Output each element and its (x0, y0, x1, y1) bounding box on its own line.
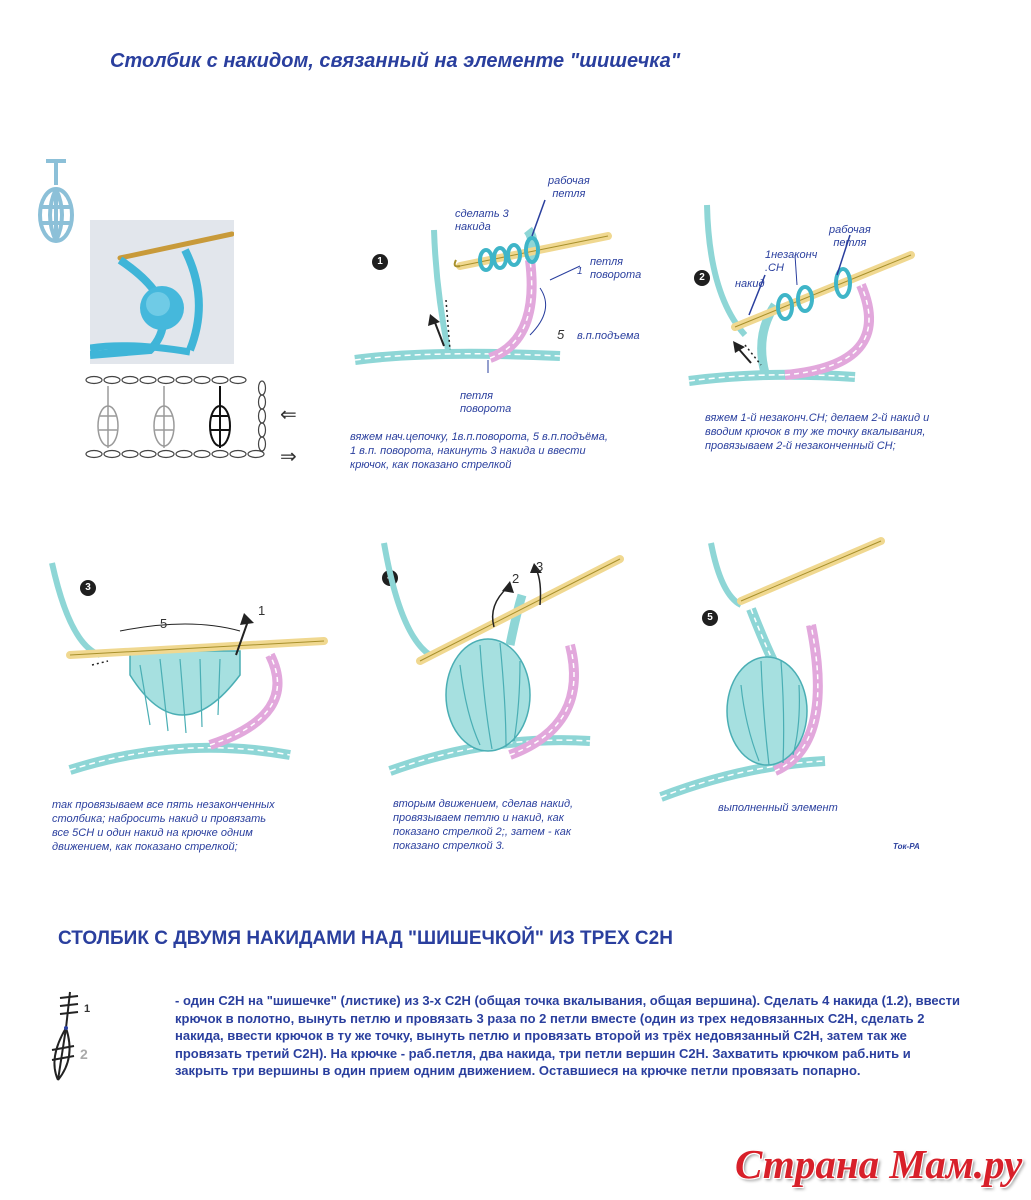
step-3-badge: 3 (80, 580, 96, 596)
page-title: Столбик с накидом, связанный на элементе… (110, 50, 681, 72)
chain-side (257, 380, 267, 452)
author-credit: Ток-РА (893, 842, 920, 851)
step-5-illustration (659, 537, 885, 802)
chain-row-top (85, 375, 247, 385)
step-5-badge: 5 (702, 610, 718, 626)
bobble-symbol-icon (38, 159, 74, 243)
symbol-2-label-two: 2 (80, 1046, 88, 1062)
step-1-illustration (354, 199, 612, 373)
step-2-illustration (688, 204, 915, 386)
symbol-2-label-one: 1 (84, 1003, 91, 1015)
step-1-label-turn-loop-2: петля поворота (460, 390, 512, 415)
step-1-badge: 1 (372, 254, 388, 270)
step-4-label-two: 2 (512, 571, 520, 586)
step-3-caption: так провязываем все пять незаконченных с… (52, 799, 275, 853)
step-5-caption: выполненный элемент (718, 802, 838, 814)
step-4-illustration (381, 542, 624, 776)
arrow-left-icon: ⇐ (280, 404, 297, 426)
photo-bobble (90, 220, 234, 364)
step-3-label-five: 5 (160, 616, 168, 631)
bobble-chart-symbols (85, 375, 267, 459)
step-1-label-one: 1 (577, 266, 583, 277)
step-2-label-working-loop: рабочая петля (829, 224, 871, 249)
step-2-caption: вяжем 1-й незаконч.СН; делаем 2-й накид … (705, 412, 930, 452)
step-4-caption: вторым движением, сделав накид, провязыв… (393, 798, 574, 852)
step-1-label-make-yarnovers: сделать 3 накида (455, 208, 509, 233)
step-4-label-three: 3 (536, 559, 544, 574)
step-2-badge: 2 (694, 270, 710, 286)
chain-row-bottom (85, 449, 265, 459)
section-2-title: СТОЛБИК С ДВУМЯ НАКИДАМИ НАД "ШИШЕЧКОЙ" … (58, 928, 673, 949)
step-1-label-lift-chains: в.п.подъема (577, 330, 640, 342)
arrow-right-icon: ⇒ (280, 446, 297, 468)
step-1-label-working-loop: рабочая петля (548, 175, 590, 200)
section-2-instructions: - один С2Н на "шишечке" (листике) из 3-х… (175, 993, 961, 1078)
step-3-illustration (49, 562, 328, 775)
double-crochet-bobble-symbol-icon (51, 991, 79, 1081)
step-1-label-five: 5 (557, 327, 565, 342)
step-2-label-yarnover: накид (735, 278, 765, 290)
step-3-label-one: 1 (258, 603, 266, 618)
site-logo: Страна Мам.ру (735, 1141, 1023, 1187)
step-2-label-unfinished: 1незаконч .СН (765, 249, 818, 274)
step-1-caption: вяжем нач.цепочку, 1в.п.поворота, 5 в.п.… (350, 431, 608, 471)
step-1-label-turn-loop-1: петля поворота (590, 256, 642, 281)
